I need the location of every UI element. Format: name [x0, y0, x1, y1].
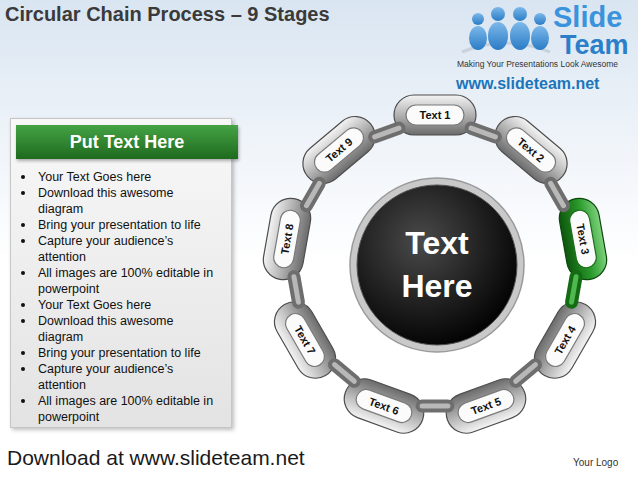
connector-link [572, 277, 576, 302]
circle-core [357, 185, 517, 345]
logo-tagline: Making Your Presentations Look Awesome [457, 60, 618, 69]
stage-label: Text 3 [554, 193, 612, 285]
stage-label: Text 1 [392, 93, 478, 137]
chain-link: Text 1 [392, 93, 478, 137]
text-panel: Put Text HereYour Text Goes hereDownload… [10, 118, 232, 428]
stage-label: Text 8 [258, 193, 316, 285]
chain-connector [306, 183, 319, 205]
chain-link: Text 9 [291, 106, 385, 195]
text-holder: Text Here [349, 177, 525, 353]
connector-highlight [294, 277, 298, 302]
logo-body [510, 22, 530, 50]
logo-head [491, 7, 505, 21]
bullet-item: Bring your presentation to life [11, 217, 216, 233]
bullet-item: Download this awesome diagram [11, 185, 216, 217]
chain-link: Text 2 [484, 106, 578, 195]
panel-heading: Put Text Here [16, 125, 238, 159]
chain-connector [572, 277, 576, 302]
stage-label: Text 9 [291, 106, 385, 195]
connector-highlight [471, 128, 495, 137]
bullet-item: Bring your presentation to life [11, 345, 216, 361]
chain-link: Text 3 [554, 193, 612, 285]
title: Circular Chain Process – 9 Stages [5, 4, 330, 24]
chain-connector [375, 128, 399, 137]
connector-link [471, 128, 495, 137]
center-circle: Text Here [349, 177, 525, 353]
connector-link [294, 277, 298, 302]
chain-connector [516, 365, 536, 382]
chain-link: Text 5 [438, 371, 534, 442]
logo-url: www.slideteam.net [456, 76, 599, 92]
center-text: Text Here [382, 222, 492, 308]
bullet-item: All images are 100% editable in powerpoi… [11, 265, 216, 297]
bullet-item: All images are 100% editable in powerpoi… [11, 393, 216, 425]
chain-connector [335, 365, 355, 382]
connector-highlight [422, 403, 448, 408]
stage-label: Text 4 [524, 292, 605, 388]
connector-highlight [516, 365, 536, 382]
stage-label: Text 5 [438, 371, 534, 442]
chain-link: Text 7 [265, 292, 346, 388]
connector-highlight [551, 183, 564, 205]
circle-rim [350, 178, 524, 352]
connector-highlight [375, 128, 399, 137]
chain-connector [471, 128, 495, 137]
connector-link [375, 128, 399, 137]
connector-link [335, 365, 355, 382]
connector-link [516, 365, 536, 382]
connector-link [306, 183, 319, 205]
chain-link: Text 4 [524, 292, 605, 388]
stage-label: Text 2 [484, 106, 578, 195]
logo-head [472, 13, 484, 25]
connector-highlight [335, 365, 355, 382]
bullet-item: Your Text Goes here [11, 297, 216, 313]
bullet-item: Capture your audience’s attention [11, 233, 216, 265]
bullet-item: Capture your audience’s attention [11, 361, 216, 393]
chain-link: Text 6 [336, 371, 432, 442]
footer-text: Download at www.slideteam.net [7, 447, 305, 468]
logo-body [488, 22, 508, 50]
logo-placeholder: Your Logo [573, 458, 618, 468]
connector-link [551, 183, 564, 205]
logo-word: Team [560, 32, 629, 59]
logo-body [531, 26, 549, 50]
connector-highlight [572, 277, 576, 302]
connector-link [422, 399, 448, 412]
bullet-item: Download this awesome diagram [11, 313, 216, 345]
stage-label: Text 6 [336, 371, 432, 442]
connector-highlight [306, 183, 319, 205]
logo-head [534, 13, 546, 25]
logo-word: Slide [553, 3, 622, 32]
chain-connector [551, 183, 564, 205]
chain-connector [422, 405, 448, 406]
chain-link: Text 8 [258, 193, 316, 285]
logo-body [469, 26, 487, 50]
circle-shape [349, 177, 525, 353]
logo-head [513, 7, 527, 21]
chain-connector [294, 277, 298, 302]
bullet-item: Your Text Goes here [11, 169, 216, 185]
stage-label: Text 7 [265, 292, 346, 388]
logo-people [462, 7, 550, 52]
